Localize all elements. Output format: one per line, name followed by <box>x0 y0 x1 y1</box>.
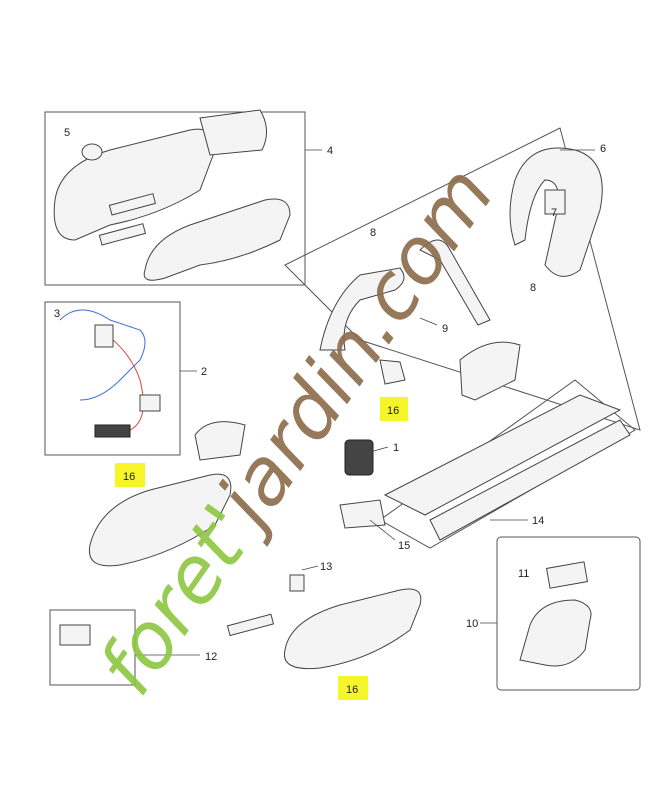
callout-5: 5 <box>64 127 70 139</box>
callout-4: 4 <box>327 145 333 157</box>
callout-10: 10 <box>466 618 478 630</box>
callout-16-b: 16 <box>123 471 135 483</box>
callout-14: 14 <box>532 515 544 527</box>
callout-12: 12 <box>205 651 217 663</box>
housing-right <box>88 473 422 670</box>
housing-left <box>53 109 291 281</box>
callout-15: 15 <box>398 540 410 552</box>
callout-3: 3 <box>54 308 60 320</box>
callout-1: 1 <box>393 442 399 454</box>
highlight-16-a <box>380 397 408 421</box>
highlight-16-b <box>115 463 145 487</box>
blade-guard <box>59 561 592 667</box>
callout-2: 2 <box>201 366 207 378</box>
svg-text:foret'jardin.com: foret'jardin.com <box>82 151 512 711</box>
motor-and-gearbox <box>194 341 521 529</box>
box-housing-assembly <box>44 111 306 286</box>
callout-16-c: 16 <box>346 684 358 696</box>
wiring-harness <box>59 309 161 438</box>
callout-7: 7 <box>551 207 557 219</box>
callout-13: 13 <box>320 561 332 573</box>
front-handle <box>319 147 603 385</box>
callout-8: 8 <box>370 227 376 239</box>
box-blade-guard <box>496 536 641 691</box>
hedge-blade <box>383 394 631 541</box>
callout-11: 11 <box>518 568 529 580</box>
box-blade <box>379 379 636 549</box>
callout-6: 6 <box>600 143 606 155</box>
callout-9: 9 <box>442 323 448 335</box>
box-wiring-harness <box>44 301 181 456</box>
highlight-16-c <box>338 676 368 700</box>
box-small-parts <box>49 609 136 686</box>
callout-16-a: 16 <box>387 405 399 417</box>
watermark-logo: foret'jardin.com <box>82 151 512 711</box>
callout-8-b: 8 <box>530 282 536 294</box>
